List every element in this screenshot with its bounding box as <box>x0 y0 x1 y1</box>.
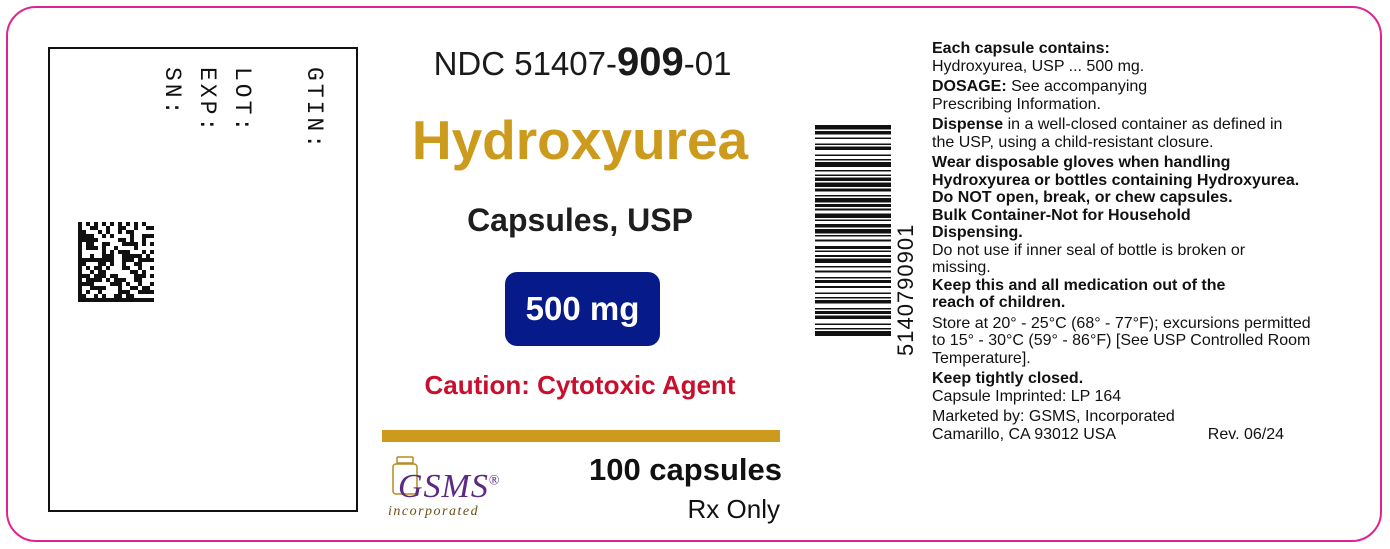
sn-label: SN: <box>159 67 185 118</box>
lot-label: LOT: <box>229 67 255 135</box>
address-row: Camarillo, CA 93012 USA Rev. 06/24 <box>932 426 1284 444</box>
caution-text: Caution: Cytotoxic Agent <box>424 370 736 400</box>
address: Camarillo, CA 93012 USA <box>932 425 1117 443</box>
barcode-number: 5140790901 <box>893 223 918 357</box>
strength-badge: 500 mg <box>505 272 660 346</box>
ndc-suffix: -01 <box>683 45 732 82</box>
gold-divider <box>382 430 780 442</box>
ndc-prefix: NDC 51407- <box>433 45 617 82</box>
exp-label: EXP: <box>194 67 220 135</box>
logo-name: GSMS® <box>398 468 501 505</box>
rx-only: Rx Only <box>687 494 780 524</box>
bulk-container-note: Bulk Container-Not for Household Dispens… <box>932 206 1191 242</box>
datamatrix-code <box>78 222 154 302</box>
product-name: Hydroxyurea <box>411 109 749 171</box>
dispense-section: Dispense in a well-closed container as d… <box>932 116 1283 151</box>
dosage-form: Capsules, USP <box>467 202 693 238</box>
keep-closed: Keep tightly closed. <box>932 370 1084 387</box>
do-not-open-warning: Do NOT open, break, or chew capsules. <box>932 189 1233 206</box>
dosage-section: DOSAGE: See accompanying Prescribing Inf… <box>932 78 1148 113</box>
each-capsule-section: Each capsule contains:Hydroxyurea, USP .… <box>932 40 1145 75</box>
seal-warning: Do not use if inner seal of bottle is br… <box>932 241 1246 277</box>
revision: Rev. 06/24 <box>1207 425 1284 443</box>
bottle-icon <box>392 456 418 495</box>
gtin-label: GTIN: <box>301 67 327 152</box>
gloves-warning: Wear disposable gloves when handling Hyd… <box>932 154 1300 189</box>
ndc-product-code: 909 <box>616 40 684 84</box>
gsms-logo: GSMS® incorporated <box>386 452 516 522</box>
storage-instructions: Store at 20° - 25°C (68° - 77°F); excurs… <box>932 314 1311 367</box>
label-border <box>6 6 1382 542</box>
registered-mark: ® <box>488 473 501 489</box>
ndc-number: NDC 51407-909-01 <box>380 40 785 85</box>
marketed-by: Marketed by: GSMS, Incorporated <box>932 408 1175 425</box>
logo-tagline: incorporated <box>388 504 480 519</box>
keep-out-of-reach: Keep this and all medication out of the … <box>932 276 1226 312</box>
barcode-icon <box>815 125 891 336</box>
capsule-count: 100 capsules <box>588 452 782 487</box>
imprint-box: GTIN: LOT: EXP: SN: <box>48 47 358 512</box>
label-info-text: Each capsule contains:Hydroxyurea, USP .… <box>932 40 1352 443</box>
capsule-imprint: Capsule Imprinted: LP 164 <box>932 387 1122 405</box>
